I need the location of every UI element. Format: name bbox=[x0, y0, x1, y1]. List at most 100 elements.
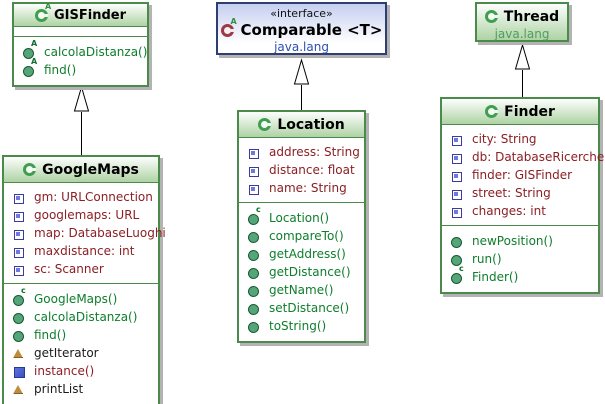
methods-compartment: c Location() compareTo() getAddress() ge… bbox=[239, 203, 364, 341]
field-icon bbox=[13, 263, 25, 276]
class-header: GoogleMaps bbox=[4, 157, 158, 183]
method-row[interactable]: instance() bbox=[4, 362, 158, 380]
methods-compartment: A calcolaDistanza() A find() bbox=[14, 37, 147, 85]
abstract-method-icon: A bbox=[23, 40, 37, 59]
method-row[interactable]: run() bbox=[442, 250, 598, 268]
method-row[interactable]: getAddress() bbox=[239, 245, 364, 263]
class-box-location[interactable]: Location address: String distance: float… bbox=[237, 110, 366, 343]
method-row[interactable]: c Location() bbox=[239, 206, 364, 227]
field-label: gm: URLConnection bbox=[34, 190, 153, 204]
method-row[interactable]: c Finder() bbox=[442, 265, 598, 286]
method-label: find() bbox=[44, 63, 77, 77]
package-label: java.lang bbox=[494, 27, 550, 41]
abstract-class-icon: A bbox=[35, 2, 51, 22]
method-icon bbox=[13, 329, 25, 342]
class-icon bbox=[258, 118, 272, 131]
method-row[interactable]: getName() bbox=[239, 281, 364, 299]
method-icon bbox=[451, 235, 463, 248]
field-label: address: String bbox=[269, 145, 360, 159]
class-icon bbox=[484, 10, 498, 23]
field-label: db: DatabaseRicerche bbox=[472, 150, 605, 164]
method-row[interactable]: c GoogleMaps() bbox=[4, 287, 158, 308]
method-label: calcolaDistanza() bbox=[44, 45, 148, 59]
method-row[interactable]: getIterator bbox=[4, 344, 158, 362]
method-label: getDistance() bbox=[269, 265, 351, 279]
method-row[interactable]: find() bbox=[4, 326, 158, 344]
field-label: googlemaps: URL bbox=[34, 208, 140, 222]
triangle-icon bbox=[13, 383, 25, 395]
method-label: Finder() bbox=[472, 270, 519, 284]
field-row[interactable]: db: DatabaseRicerche bbox=[442, 148, 604, 166]
method-row[interactable]: printList bbox=[4, 380, 158, 398]
field-icon bbox=[248, 182, 260, 195]
method-row[interactable]: A find() bbox=[14, 58, 147, 79]
method-icon bbox=[248, 302, 260, 315]
field-icon bbox=[13, 227, 25, 240]
abstract-method-icon: A bbox=[23, 58, 37, 77]
field-label: street: String bbox=[472, 186, 551, 200]
method-icon bbox=[248, 230, 260, 243]
method-row[interactable]: setDistance() bbox=[239, 299, 364, 317]
field-row[interactable]: map: DatabaseLuoghi bbox=[4, 224, 166, 242]
method-icon bbox=[248, 284, 260, 297]
methods-compartment: newPosition() run() c Finder() bbox=[442, 226, 598, 292]
method-row[interactable]: toString() bbox=[239, 317, 364, 335]
class-box-finder[interactable]: Finder city: String db: DatabaseRicerche… bbox=[440, 97, 604, 294]
interface-box-comparable[interactable]: «interface» A Comparable <T> java.lang bbox=[216, 2, 387, 55]
class-header: Thread java.lang bbox=[477, 4, 567, 41]
class-header: Finder bbox=[442, 99, 598, 125]
class-icon bbox=[485, 105, 499, 118]
field-row[interactable]: finder: GISFinder bbox=[442, 166, 598, 184]
method-label: run() bbox=[472, 252, 502, 266]
field-row[interactable]: street: String bbox=[442, 184, 598, 202]
field-label: city: String bbox=[472, 132, 537, 146]
field-row[interactable]: name: String bbox=[239, 179, 364, 197]
field-row[interactable]: gm: URLConnection bbox=[4, 188, 158, 206]
field-row[interactable]: address: String bbox=[239, 143, 364, 161]
constructor-icon: c bbox=[248, 206, 261, 225]
class-box-thread[interactable]: Thread java.lang bbox=[475, 2, 569, 42]
field-icon bbox=[13, 209, 25, 222]
method-label: compareTo() bbox=[269, 229, 344, 243]
class-title: Location bbox=[277, 116, 345, 133]
method-label: getIterator bbox=[34, 346, 99, 360]
field-icon bbox=[451, 133, 463, 146]
field-row[interactable]: maxdistance: int bbox=[4, 242, 158, 260]
class-header: Location bbox=[239, 112, 364, 138]
class-header: A GISFinder bbox=[14, 2, 147, 27]
method-row[interactable]: newPosition() bbox=[442, 232, 598, 250]
field-label: finder: GISFinder bbox=[472, 168, 573, 182]
method-label: printList bbox=[34, 382, 84, 396]
field-icon bbox=[13, 245, 25, 258]
method-label: instance() bbox=[34, 364, 95, 378]
constructor-icon: c bbox=[13, 287, 26, 306]
methods-compartment: c GoogleMaps() calcolaDistanza() find() … bbox=[4, 284, 158, 404]
field-row[interactable]: googlemaps: URL bbox=[4, 206, 158, 224]
class-box-googlemaps[interactable]: GoogleMaps gm: URLConnection googlemaps:… bbox=[2, 155, 166, 404]
field-row[interactable]: city: String bbox=[442, 130, 598, 148]
method-label: GoogleMaps() bbox=[34, 292, 118, 306]
field-row[interactable]: changes: int bbox=[442, 202, 598, 220]
field-icon bbox=[451, 151, 463, 164]
field-icon bbox=[13, 191, 25, 204]
method-row[interactable]: calcolaDistanza() bbox=[4, 308, 158, 326]
method-row[interactable]: A calcolaDistanza() bbox=[14, 40, 148, 61]
method-label: newPosition() bbox=[472, 234, 553, 248]
inheritance-arrow-finder-thread bbox=[514, 43, 531, 98]
field-row[interactable]: sc: Scanner bbox=[4, 260, 158, 278]
method-label: toString() bbox=[269, 319, 327, 333]
field-label: name: String bbox=[269, 181, 347, 195]
method-row[interactable]: compareTo() bbox=[239, 227, 364, 245]
class-title: Thread bbox=[503, 8, 560, 25]
method-label: calcolaDistanza() bbox=[34, 310, 138, 324]
field-row[interactable]: distance: float bbox=[239, 161, 364, 179]
static-square-icon bbox=[13, 365, 25, 378]
interface-icon: A bbox=[220, 17, 237, 37]
method-row[interactable]: getDistance() bbox=[239, 263, 364, 281]
inheritance-arrow-googlemaps-gisfinder bbox=[73, 85, 90, 157]
triangle-icon bbox=[13, 347, 25, 359]
class-box-gisfinder[interactable]: A GISFinder A calcolaDistanza() A find() bbox=[12, 2, 149, 87]
class-icon bbox=[23, 163, 37, 176]
